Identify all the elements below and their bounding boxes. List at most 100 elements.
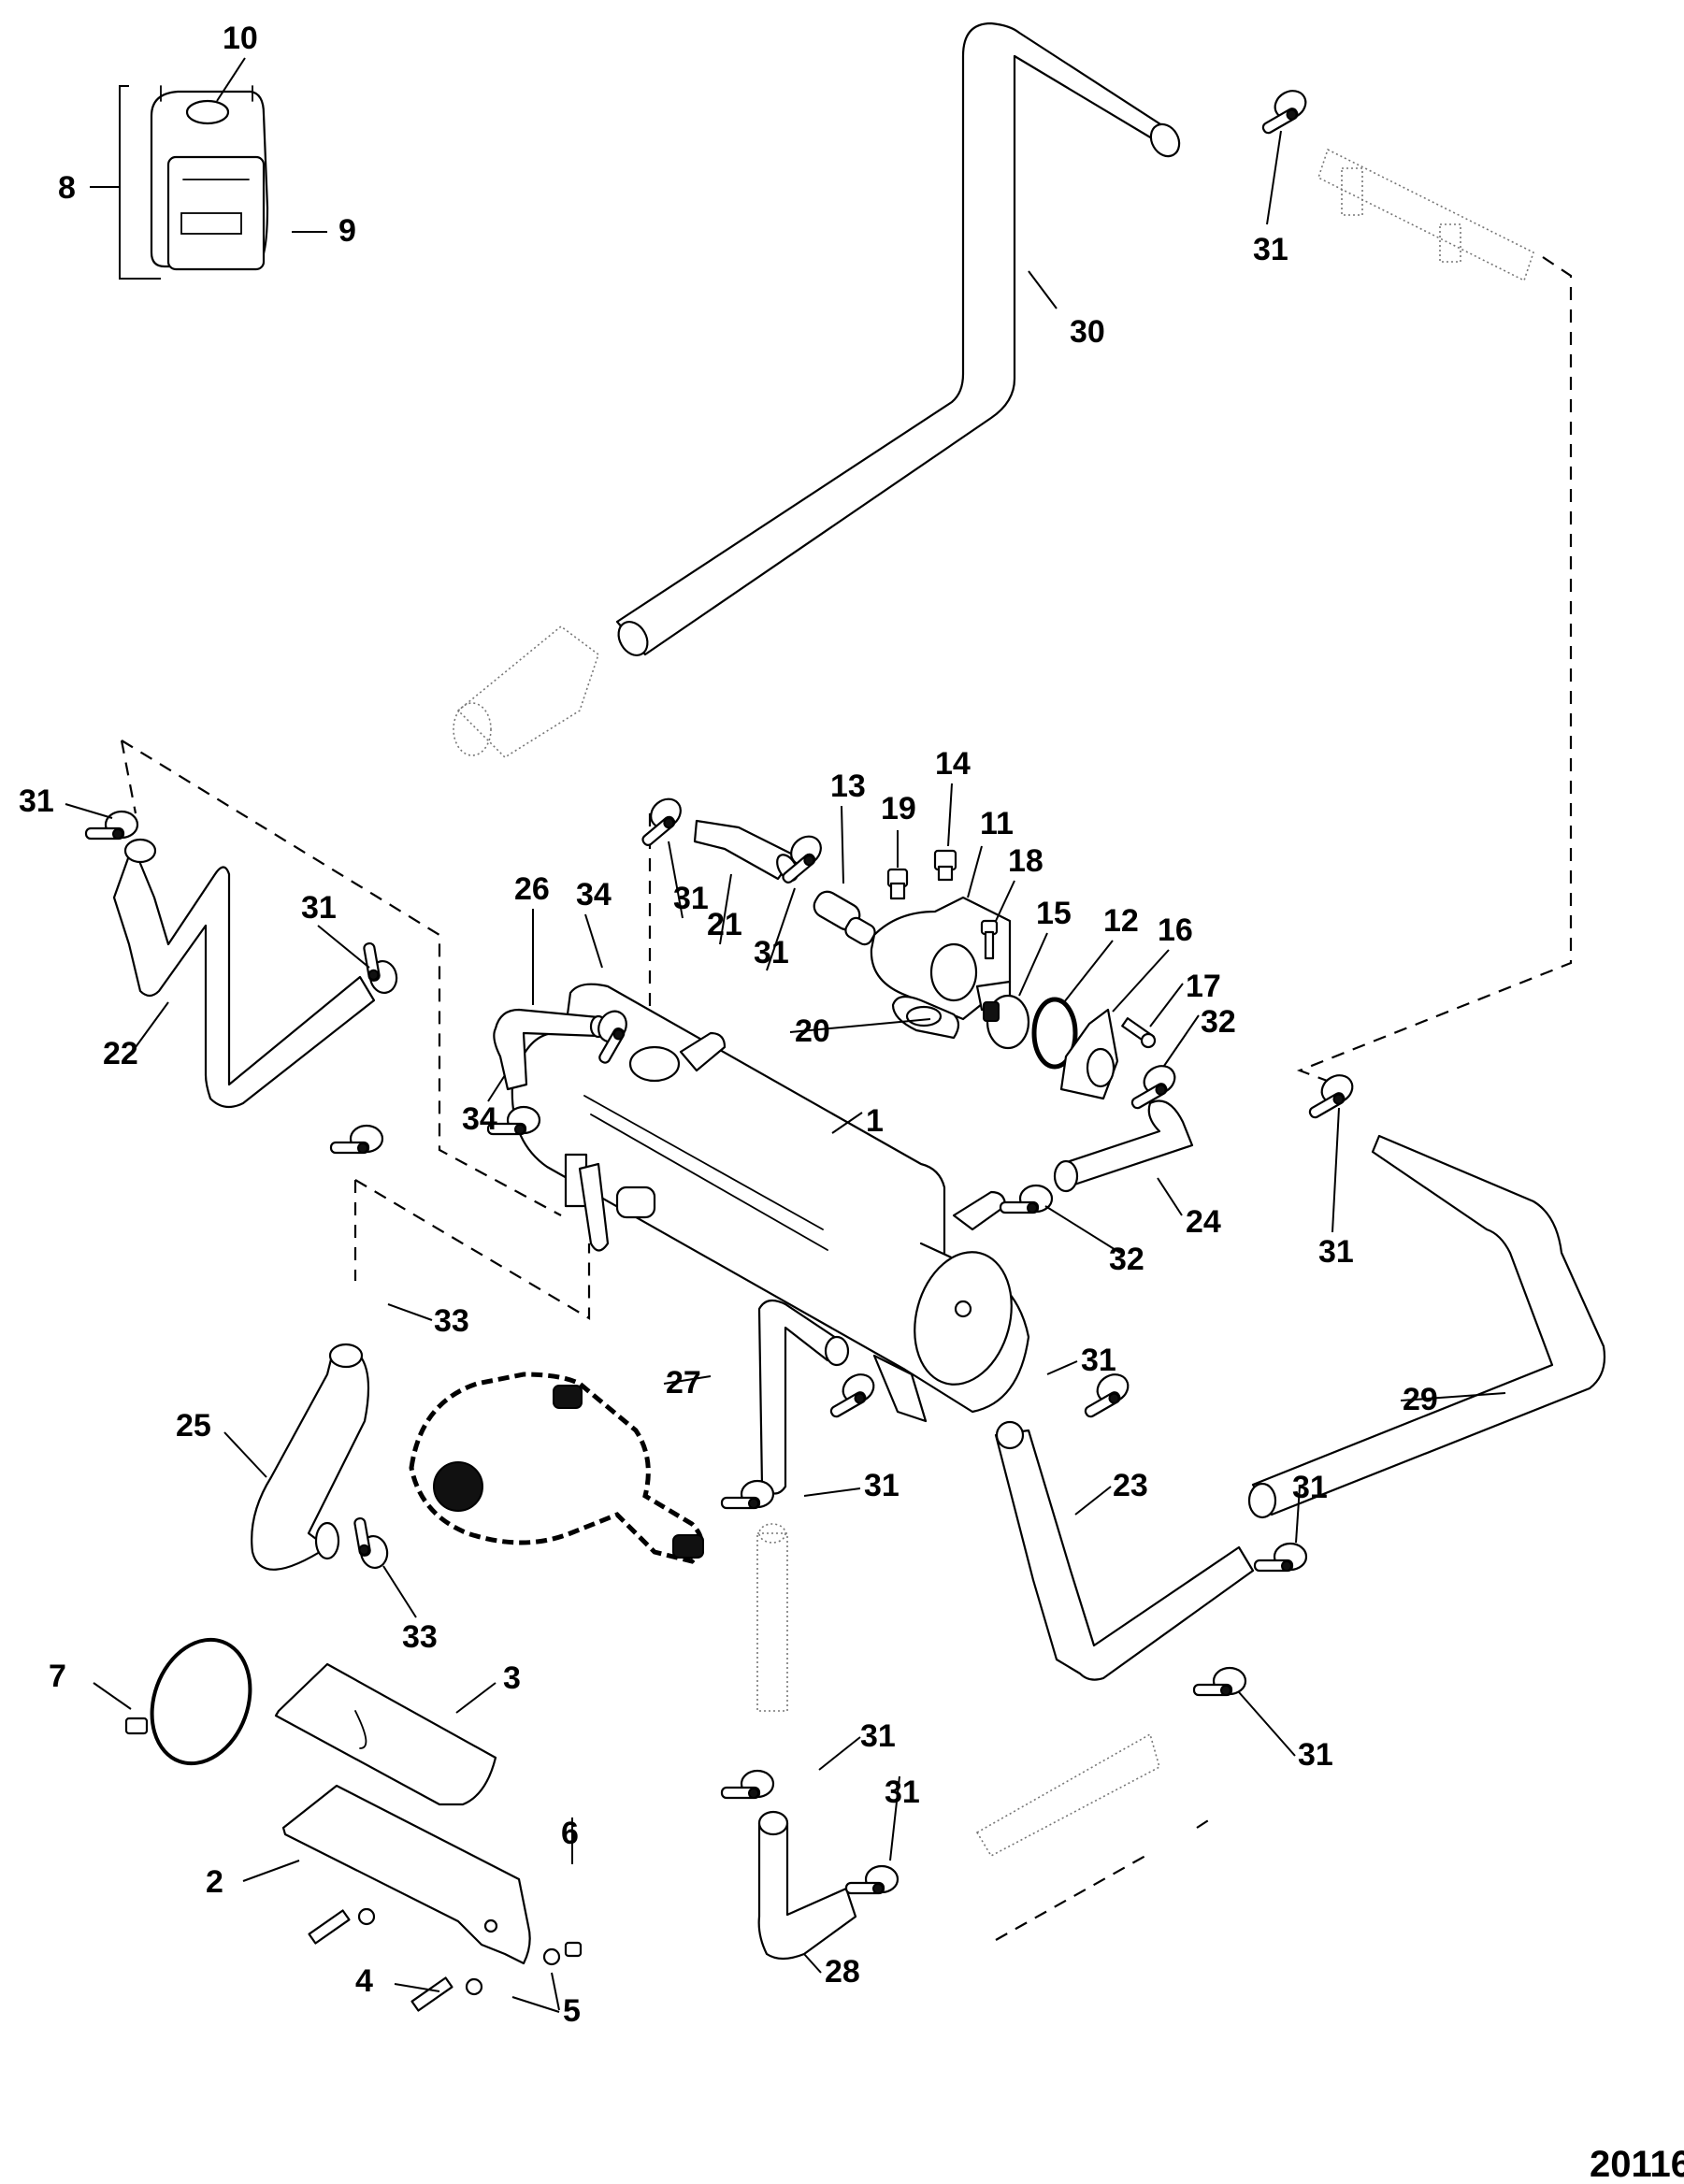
hose-clamp-icon xyxy=(782,835,822,884)
engine-fitting-ghost xyxy=(453,625,599,759)
clamp-screw xyxy=(854,1392,866,1404)
leader-line xyxy=(1400,1392,1506,1401)
leader-line xyxy=(803,1953,822,1974)
sea-water-pump xyxy=(409,1372,704,1564)
hose-clamp-icon xyxy=(829,1373,875,1418)
leader-line xyxy=(394,1983,440,1992)
route-line-pump xyxy=(353,1179,591,1320)
clamp-screw xyxy=(1155,1084,1167,1096)
callout-31: 31 xyxy=(301,890,337,926)
clamp-screw xyxy=(514,1124,525,1135)
leader-line xyxy=(65,803,113,819)
leader-line xyxy=(818,1736,861,1771)
clamp-screw xyxy=(803,855,815,867)
leader-line xyxy=(93,1682,132,1710)
clamp-screw xyxy=(358,1544,370,1556)
hose-clamp-icon xyxy=(641,797,682,846)
hose-clamp-icon xyxy=(84,810,139,841)
leader-line xyxy=(1046,1360,1078,1375)
route-line-bottom xyxy=(995,1815,1216,1941)
leader-line xyxy=(668,841,684,919)
leader-line xyxy=(242,1860,300,1882)
callout-28: 28 xyxy=(825,1954,860,1990)
hose-25 xyxy=(251,1343,370,1571)
leader-line xyxy=(841,805,844,884)
leader-line xyxy=(719,873,732,945)
hose-clamp-icon xyxy=(999,1184,1054,1214)
callout-10: 10 xyxy=(223,21,258,56)
hose-clamp-icon xyxy=(844,1864,900,1895)
callout-2: 2 xyxy=(206,1864,223,1900)
thermostat-housing xyxy=(870,896,1012,1021)
leader-line xyxy=(803,1487,861,1497)
hose-30 xyxy=(615,22,1181,656)
hose-clamp-icon xyxy=(329,1124,384,1155)
clamp-screw xyxy=(1108,1392,1120,1404)
clamp-screw xyxy=(748,1498,759,1509)
callout-8: 8 xyxy=(58,170,76,206)
fitting-13 xyxy=(813,890,876,946)
leader-line xyxy=(967,845,983,898)
clamp-screw xyxy=(748,1788,759,1799)
leader-line xyxy=(387,1303,433,1321)
callout-31: 31 xyxy=(673,881,709,916)
callout-17: 17 xyxy=(1186,969,1221,1004)
clamp-screw xyxy=(1332,1093,1345,1105)
leader-line xyxy=(831,1112,863,1134)
callout-31: 31 xyxy=(860,1718,896,1754)
hose-23 xyxy=(994,1420,1255,1681)
hose-clamp-icon xyxy=(720,1479,775,1510)
callout-31: 31 xyxy=(885,1774,920,1810)
callout-31: 31 xyxy=(754,935,789,970)
callout-29: 29 xyxy=(1403,1382,1438,1417)
reservoir-cap xyxy=(185,99,230,125)
callout-12: 12 xyxy=(1103,903,1139,939)
hose-28 xyxy=(757,1810,857,1961)
route-line-right xyxy=(1296,256,1573,1086)
hose-clamp-icon xyxy=(1192,1666,1247,1697)
thermostat-cover-16 xyxy=(1059,1008,1119,1100)
hose-clamp-icon xyxy=(1253,1542,1308,1573)
heat-exchanger xyxy=(511,983,1030,1423)
leader-line xyxy=(1044,1205,1121,1254)
leader-line xyxy=(1018,932,1048,997)
callout-5: 5 xyxy=(563,1993,581,2029)
leader-line xyxy=(551,1972,560,2011)
clamp-screw xyxy=(1027,1202,1038,1214)
callout-15: 15 xyxy=(1036,896,1072,931)
leader-line xyxy=(1028,270,1058,309)
leader-line xyxy=(584,913,603,969)
callout-23: 23 xyxy=(1113,1468,1148,1503)
clamp-screw xyxy=(1220,1685,1231,1696)
hose-clamp-icon xyxy=(1261,90,1307,135)
power-steering-cooler-ghost xyxy=(975,1732,1160,1858)
clamp-screw xyxy=(1286,108,1298,121)
pressure-cap xyxy=(628,1045,681,1083)
leader-line xyxy=(1112,949,1170,1013)
leader-line xyxy=(317,925,370,969)
leader-line xyxy=(135,1001,169,1048)
leader-line xyxy=(889,1775,900,1861)
band-clamp-screw xyxy=(124,1717,149,1735)
hose-29 xyxy=(1247,1134,1606,1519)
screw-4 xyxy=(308,1909,453,2012)
aftercooler-fitting-ghost xyxy=(1317,148,1534,282)
leader-line xyxy=(766,887,796,971)
callout-34: 34 xyxy=(462,1101,497,1137)
callout-3: 3 xyxy=(503,1660,521,1696)
callout-4: 4 xyxy=(355,1963,373,1999)
hose-24 xyxy=(1053,1099,1194,1193)
leader-line xyxy=(995,880,1015,922)
callout-31: 31 xyxy=(1318,1234,1354,1270)
callout-33: 33 xyxy=(402,1619,438,1655)
callout-13: 13 xyxy=(830,769,866,804)
hose-clamp-icon xyxy=(597,1010,627,1064)
leader-line xyxy=(1266,130,1282,225)
clamp-screw xyxy=(357,1142,368,1154)
leader-line xyxy=(1295,1486,1301,1544)
callout-9: 9 xyxy=(338,213,356,249)
callout-18: 18 xyxy=(1008,843,1044,879)
hose-clamp-icon xyxy=(363,941,398,995)
leader-line xyxy=(1238,1691,1296,1757)
reservoir-kit-bracket xyxy=(90,85,161,280)
